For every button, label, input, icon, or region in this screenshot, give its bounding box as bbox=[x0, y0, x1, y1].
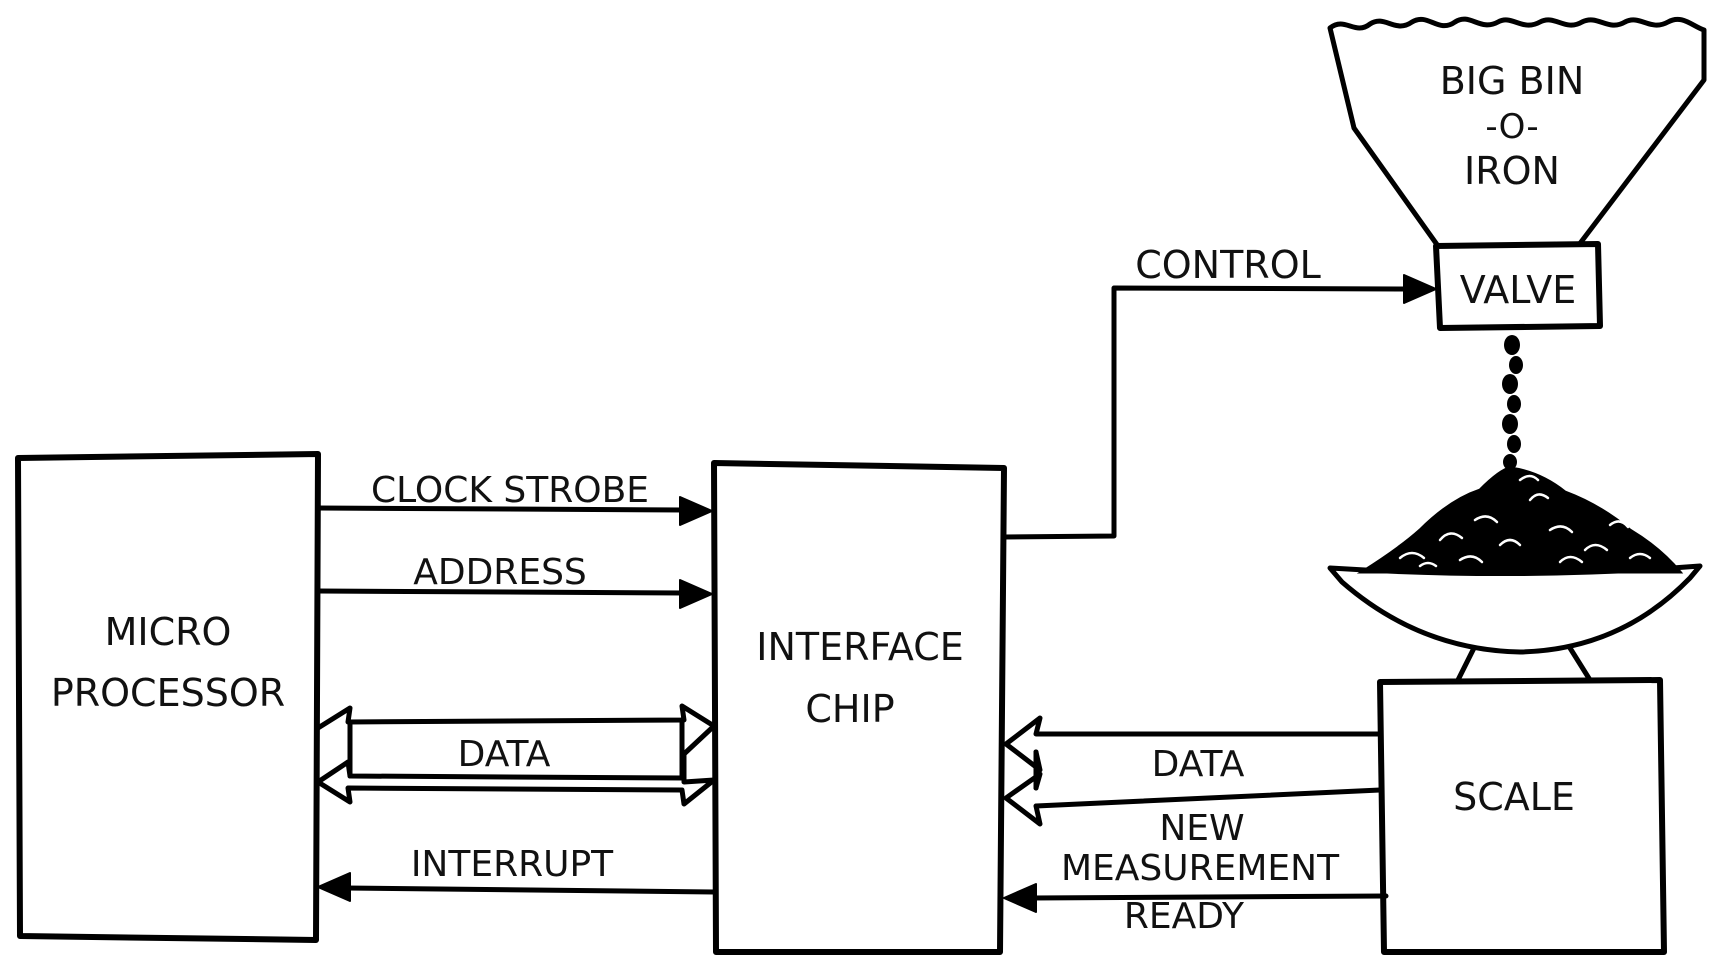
data-cpu-label: DATA bbox=[458, 734, 551, 775]
iron-stream bbox=[1502, 335, 1523, 470]
control-signal: CONTROL bbox=[1004, 243, 1436, 537]
clock-strobe-signal: CLOCK STROBE bbox=[318, 470, 712, 525]
iron-bin: BIG BIN -O- IRON bbox=[1330, 19, 1704, 246]
interface-chip-label-line2: CHIP bbox=[805, 687, 894, 731]
bin-label-line3: IRON bbox=[1464, 149, 1560, 193]
control-label: CONTROL bbox=[1135, 243, 1321, 287]
scale-pan bbox=[1330, 566, 1700, 652]
microprocessor-label-line1: MICRO bbox=[105, 610, 232, 654]
address-signal: ADDRESS bbox=[318, 552, 712, 608]
new-measurement-label-line2: MEASUREMENT bbox=[1061, 848, 1340, 889]
address-label: ADDRESS bbox=[413, 552, 587, 593]
interface-chip-label-line1: INTERFACE bbox=[756, 625, 964, 669]
bin-label-line1: BIG BIN bbox=[1440, 59, 1585, 103]
microprocessor-block: MICRO PROCESSOR bbox=[18, 454, 318, 940]
data-scale-label: DATA bbox=[1152, 744, 1245, 785]
interrupt-signal: INTERRUPT bbox=[318, 844, 714, 901]
new-measurement-label-line1: NEW bbox=[1159, 808, 1244, 849]
microprocessor-label-line2: PROCESSOR bbox=[51, 671, 285, 715]
valve-block: VALVE bbox=[1436, 244, 1600, 328]
clock-strobe-label: CLOCK STROBE bbox=[371, 470, 649, 511]
scale-label: SCALE bbox=[1453, 775, 1575, 819]
bin-label-line2: -O- bbox=[1485, 107, 1538, 147]
new-measurement-signal: NEW MEASUREMENT READY bbox=[1004, 808, 1386, 937]
valve-label: VALVE bbox=[1460, 268, 1577, 312]
new-measurement-label-line3: READY bbox=[1124, 896, 1245, 937]
iron-pile bbox=[1362, 468, 1680, 572]
interrupt-label: INTERRUPT bbox=[411, 844, 614, 885]
scale-block: SCALE bbox=[1380, 680, 1664, 952]
data-bus-cpu: DATA bbox=[318, 706, 714, 804]
interface-chip-block: INTERFACE CHIP bbox=[714, 463, 1004, 952]
